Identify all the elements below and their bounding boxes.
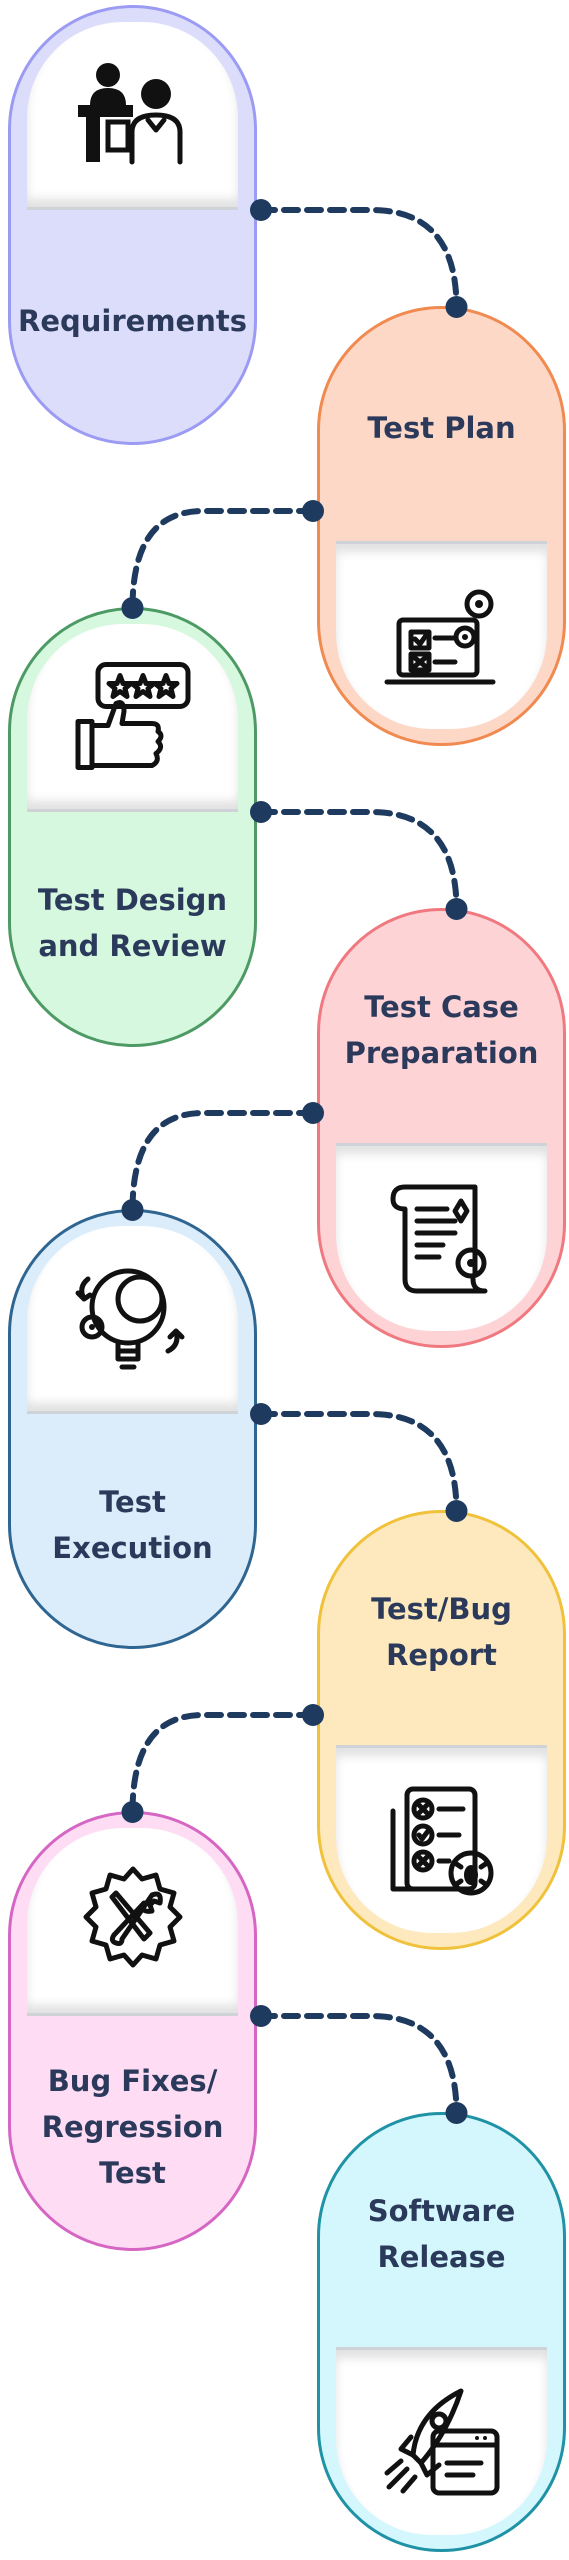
connector-dot (250, 199, 272, 221)
connector-dot (121, 1801, 144, 1823)
stage-pill: Test Plan (317, 306, 566, 746)
stage-pill: Software Release (317, 2112, 566, 2552)
connector-line (129, 1712, 316, 1815)
connector-dot (302, 500, 324, 522)
stage-pill: Bug Fixes/ Regression Test (8, 1811, 257, 2251)
connector-line (258, 207, 460, 310)
connector-dot (302, 1102, 324, 1124)
stage-label: Requirements (18, 304, 247, 338)
connector-dot (302, 1704, 324, 1726)
stage-pill: Test/Bug Report (317, 1510, 566, 1950)
stage-label: Software Release (367, 2194, 516, 2274)
connector-dot (250, 801, 272, 823)
connector-dot (445, 898, 468, 920)
connector-line (258, 809, 460, 912)
stage-icon-box (336, 1745, 547, 1933)
stage-label: Test Design and Review (37, 883, 228, 963)
connector-line (258, 2013, 460, 2116)
stage-icon-box (27, 624, 238, 812)
connector-line (129, 508, 316, 611)
stage-icon-box (27, 1828, 238, 2016)
stage-label: Test/Bug Report (371, 1592, 512, 1672)
stage-pill: Test Case Preparation (317, 908, 566, 1348)
stage-pill: Test Execution (8, 1209, 257, 1649)
connector-dot (445, 1500, 468, 1522)
stage-icon-box (27, 22, 238, 210)
stage-label: Test Plan (367, 411, 516, 445)
connector-dot (121, 1199, 144, 1221)
stage-label: Test Execution (52, 1485, 213, 1565)
stage-label: Bug Fixes/ Regression Test (41, 2064, 224, 2190)
connector-line (258, 1411, 460, 1514)
stage-icon-box (336, 541, 547, 729)
connector-dot (250, 2005, 272, 2027)
connector-dot (445, 2102, 468, 2124)
stage-icon-box (336, 1143, 547, 1331)
connector-dot (250, 1403, 272, 1425)
stage-label: Test Case Preparation (344, 990, 539, 1070)
stage-icon-box (27, 1226, 238, 1414)
connector-dot (121, 597, 144, 619)
connector-dot (445, 296, 468, 318)
stage-pill: Requirements (8, 5, 257, 445)
connector-line (129, 1110, 316, 1213)
stage-pill: Test Design and Review (8, 607, 257, 1047)
stage-icon-box (336, 2347, 547, 2535)
